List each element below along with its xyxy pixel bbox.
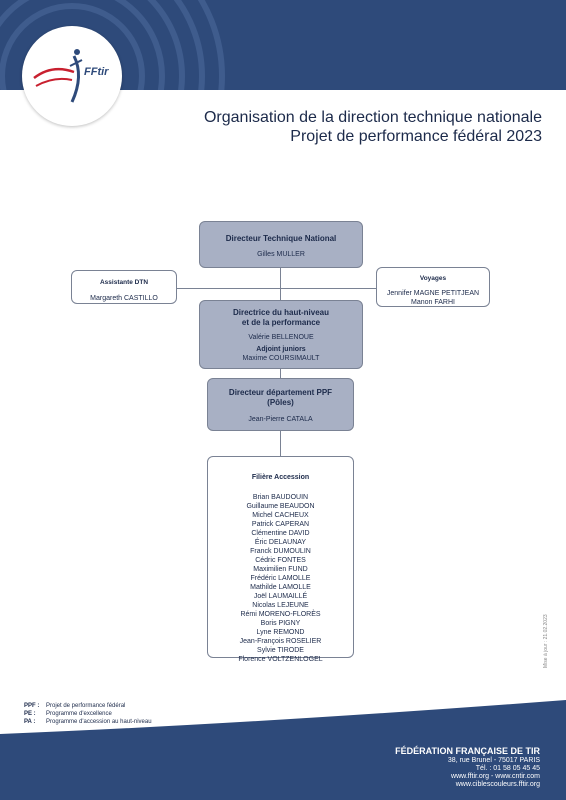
voyages-name-2: Manon FARHI [411,299,455,306]
filiere-member: Maximilien FUND [253,566,308,573]
filiere-member: Lyne REMOND [256,629,305,636]
filiere-member: Frédéric LAMOLLE [250,575,311,582]
filiere-member: Sylvie TIRODE [257,647,304,654]
footer-web-1[interactable]: www.fftir.org - www.cntir.com [451,773,540,780]
ppf-title-1: Directeur département PPF [228,388,333,397]
filiere-member: Florence VOLTZENLOGEL [238,656,323,663]
assistante-name: Margareth CASTILLO [90,295,158,302]
dtn-name: Gilles MULLER [257,251,305,258]
filiere-member: Franck DUMOULIN [250,548,311,555]
page-title: Organisation de la direction technique n… [204,108,542,146]
assistante-box: Assistante DTN Margareth CASTILLO [71,270,177,304]
ppf-box: Directeur département PPF (Pôles) Jean-P… [207,378,354,431]
title-line-2: Projet de performance fédéral 2023 [290,128,542,145]
footer-contact: FÉDÉRATION FRANÇAISE DE TIR 38, rue Brun… [395,746,540,789]
adjoint-name: Maxime COURSIMAULT [242,355,320,362]
filiere-member: Mathilde LAMOLLE [250,584,311,591]
dtn-box: Directeur Technique National Gilles MULL… [199,221,363,268]
voyages-name-1: Jennifer MAGNE PETITJEAN [386,290,480,297]
legend-row: PA :Programme d'accession au haut-niveau [24,719,152,725]
fftir-logo[interactable]: FFtir [22,26,122,126]
haut-niveau-name: Valérie BELLENOUE [248,334,314,341]
footer-band [0,700,566,800]
logo-text: FFtir [84,66,109,78]
assistante-title: Assistante DTN [99,279,149,286]
filiere-member: Éric DELAUNAY [254,539,307,546]
haut-niveau-box: Directrice du haut-niveau et de la perfo… [199,300,363,369]
filiere-member: Rémi MORENO-FLORÈS [240,611,321,618]
adjoint-title: Adjoint juniors [256,346,306,353]
footer-address: 38, rue Brunel - 75017 PARIS [447,757,540,764]
filiere-member: Joël LAUMAILLÉ [253,593,308,600]
legend-row: PPF :Projet de performance fédéral [24,703,126,709]
filiere-member: Boris PIGNY [260,620,301,627]
footer-phone: Tél. : 01 58 05 45 45 [475,765,540,772]
header-target-rings [0,0,225,90]
connector-vertical-top [280,267,281,301]
filiere-members-list: Brian BAUDOUIN Guillaume BEAUDON Michel CA… [208,493,353,664]
filiere-box: Filière Accession Brian BAUDOUIN Guillaum… [207,456,354,663]
filiere-member: Brian BAUDOUIN [252,494,309,501]
filiere-title: Filière Accession [251,474,310,481]
filiere-member: Michel CACHEUX [252,512,309,519]
ppf-name: Jean-Pierre CATALA [248,416,313,423]
haut-niveau-title-1: Directrice du haut-niveau [232,308,330,317]
footer-web-2[interactable]: www.ciblescouleurs.fftir.org [455,781,540,788]
haut-niveau-title-2: et de la performance [241,318,321,327]
connector-horizontal [176,288,376,289]
voyages-box: Voyages Jennifer MAGNE PETITJEAN Manon F… [376,267,490,307]
connector-vertical-low [280,430,281,456]
update-date: Mise à jour : 21.02.2023 [543,614,549,668]
footer-wave [0,700,566,800]
ppf-title-2: (Pôles) [267,398,294,407]
footer-org: FÉDÉRATION FRANÇAISE DE TIR [395,746,540,756]
filiere-member: Guillaume BEAUDON [246,503,315,510]
title-line-1: Organisation de la direction technique n… [203,109,542,126]
filiere-member: Cédric FONTES [255,557,306,564]
dtn-title: Directeur Technique National [225,234,337,243]
filiere-member: Jean-François ROSELIER [239,638,322,645]
voyages-title: Voyages [419,275,447,282]
filiere-member: Clémentine DAVID [251,530,310,537]
filiere-member: Nicolas LEJEUNE [252,602,309,609]
shooter-logo-icon [33,49,83,103]
legend: PPF :Projet de performance fédéral PE :P… [24,702,152,726]
legend-row: PE :Programme d'excellence [24,711,112,717]
filiere-member: Patrick CAPERAN [251,521,310,528]
connector-vertical-mid [280,368,281,378]
